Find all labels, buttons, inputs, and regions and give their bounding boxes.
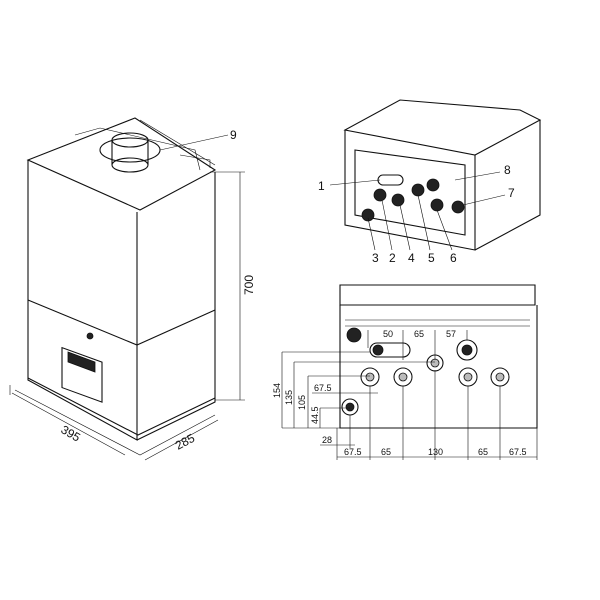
dim-vert-44-5: 44.5 [310,406,320,424]
callout-9: 9 [230,128,237,142]
callout-8: 8 [504,163,511,177]
boiler-perspective-view: 700 395 285 9 [9,117,256,461]
boiler-bottom-perspective: 1 8 7 3 2 4 5 6 [318,99,542,265]
callout-4: 4 [408,251,415,265]
callout-6: 6 [450,251,457,265]
callout-7: 7 [508,186,515,200]
dim-top-1: 65 [414,329,424,339]
callout-3: 3 [372,251,379,265]
dimension-width: 395 [59,422,84,444]
dim-horiz-3: 65 [478,447,488,457]
dim-horiz-2: 130 [428,447,443,457]
dim-vert-105: 105 [297,395,307,410]
dim-top-2: 57 [446,329,456,339]
callout-5: 5 [428,251,435,265]
dim-horiz-0: 67.5 [344,447,362,457]
dim-vert-154: 154 [272,383,282,398]
dim-top-0: 50 [383,329,393,339]
callout-1: 1 [318,179,325,193]
callout-2: 2 [389,251,396,265]
dim-vert-67-5: 67.5 [314,383,332,393]
dimension-height: 700 [242,275,256,295]
dim-vert-135: 135 [284,390,294,405]
dim-28: 28 [322,435,332,445]
dim-horiz-4: 67.5 [509,447,527,457]
dimension-depth: 285 [173,431,198,453]
dim-horiz-1: 65 [381,447,391,457]
boiler-bottom-view: 50 65 57 154 135 105 67.5 44.5 28 67.5 6… [272,284,538,460]
